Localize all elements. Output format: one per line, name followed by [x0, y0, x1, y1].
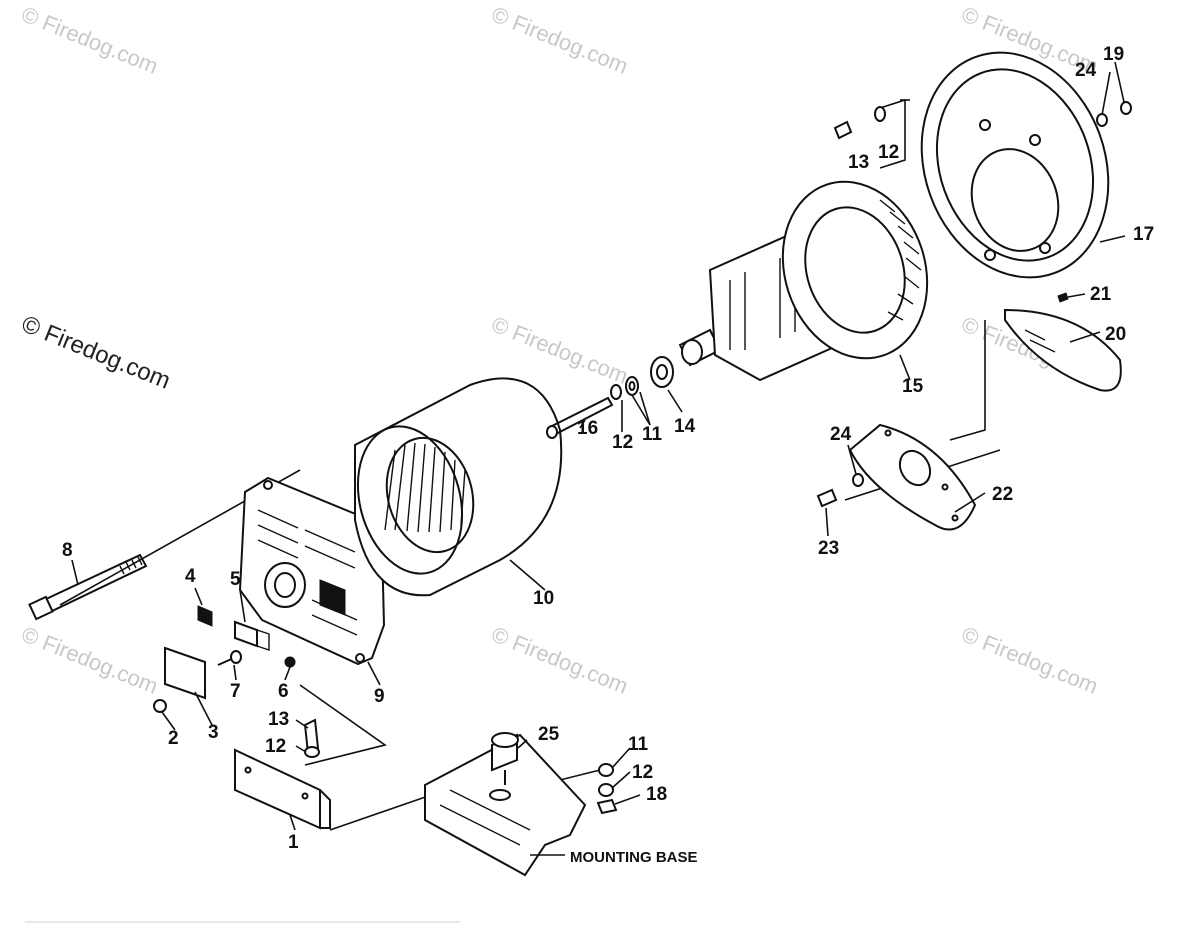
cover-plate: [816, 423, 977, 531]
callout-23: 23: [818, 538, 839, 559]
stator: [354, 377, 563, 597]
watermark: © Firedog.com: [958, 621, 1101, 698]
end-cover: [920, 51, 1110, 279]
callout-5: 5: [230, 569, 241, 590]
callout-10: 10: [533, 588, 554, 609]
shaft-bearing-parts: [546, 356, 674, 439]
callout-8: 8: [62, 540, 73, 561]
callout-7: 7: [230, 681, 241, 702]
watermark: © Firedog.com: [488, 621, 631, 698]
callout-18: 18: [646, 784, 667, 805]
callout-1: 1: [288, 832, 299, 853]
watermark: © Firedog.com: [18, 311, 174, 395]
brush-holder-assembly: [153, 605, 296, 713]
callout-13b: 13: [268, 709, 289, 730]
callout-24b: 24: [830, 424, 852, 445]
callout-3: 3: [208, 722, 219, 743]
callout-21: 21: [1090, 284, 1112, 305]
callout-13a: 13: [848, 152, 869, 173]
mounting-base: [424, 732, 618, 877]
rotor: [678, 180, 929, 382]
mounting-base-label: MOUNTING BASE: [570, 849, 698, 866]
louver-cover: [1004, 292, 1122, 392]
callout-6: 6: [278, 681, 289, 702]
callout-4: 4: [185, 566, 196, 587]
callout-14: 14: [674, 416, 696, 437]
callout-22: 22: [992, 484, 1013, 505]
watermark: © Firedog.com: [18, 621, 161, 698]
end-bell: [238, 476, 386, 666]
callout-11a: 11: [642, 424, 663, 445]
callout-labels: 1 2 3 4 5 6 7 8 9 10 11 11 12 12 12 12 1…: [62, 44, 1154, 866]
watermark: © Firedog.com: [18, 1, 161, 78]
mounting-bracket: [234, 718, 331, 830]
callout-2: 2: [168, 728, 179, 749]
callout-leaders: [71, 61, 1126, 831]
callout-25: 25: [538, 724, 560, 745]
callout-12c: 12: [265, 736, 286, 757]
callout-9: 9: [374, 686, 385, 707]
callout-16: 16: [577, 418, 598, 439]
cover-hardware: [833, 101, 1132, 140]
callout-17: 17: [1133, 224, 1154, 245]
watermark: © Firedog.com: [488, 1, 631, 78]
callout-15: 15: [902, 376, 924, 397]
callout-24a: 24: [1075, 60, 1097, 81]
callout-20: 20: [1105, 324, 1126, 345]
callout-19: 19: [1103, 44, 1124, 65]
through-bolt: [28, 553, 148, 621]
callout-12a: 12: [878, 142, 899, 163]
watermark: © Firedog.com: [488, 311, 631, 388]
callout-12d: 12: [632, 762, 653, 783]
callout-11b: 11: [628, 734, 649, 755]
callout-12b: 12: [612, 432, 633, 453]
